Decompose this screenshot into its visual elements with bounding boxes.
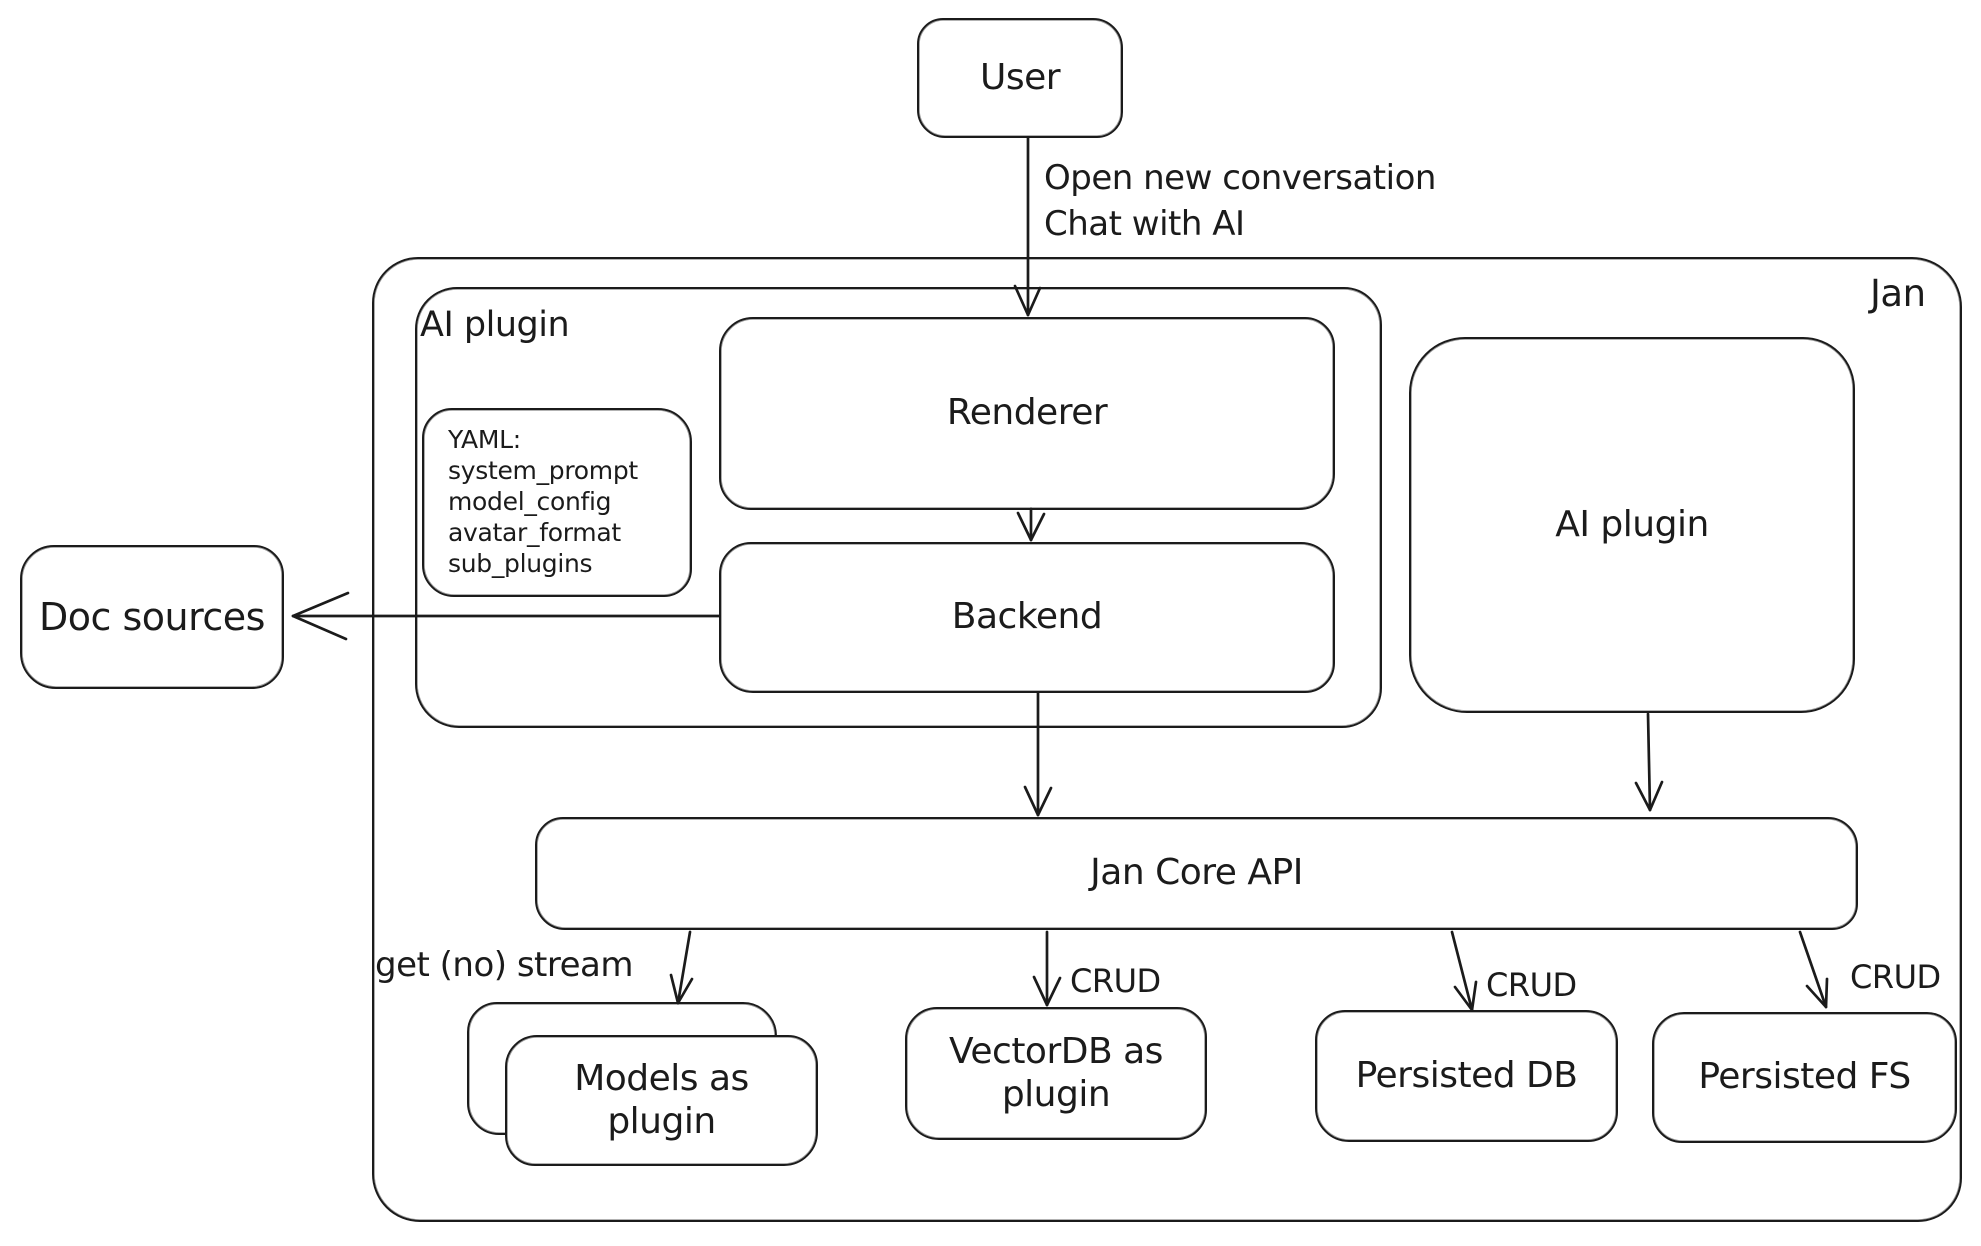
models-plugin-node: Models as plugin	[505, 1035, 818, 1166]
renderer-node-label: Renderer	[946, 392, 1108, 434]
persisted-db-label: Persisted DB	[1355, 1054, 1578, 1096]
edge-label-chat-with-ai: Chat with AI	[1044, 204, 1245, 244]
edge-label-crud-vectordb: CRUD	[1070, 962, 1161, 1000]
user-node-label: User	[979, 56, 1061, 98]
backend-node-label: Backend	[951, 596, 1103, 638]
ai-plugin-right-label: AI plugin	[1555, 503, 1709, 545]
vectordb-plugin-node: VectorDB as plugin	[905, 1007, 1207, 1140]
vectordb-plugin-label: VectorDB as plugin	[949, 1031, 1163, 1115]
jan-core-api-label: Jan Core API	[1090, 852, 1303, 894]
edge-label-crud-persisted-db: CRUD	[1486, 966, 1577, 1004]
user-node: User	[917, 18, 1123, 138]
models-plugin-label: Models as plugin	[574, 1058, 749, 1142]
renderer-node: Renderer	[719, 317, 1335, 510]
jan-container-label: Jan	[1870, 272, 1926, 315]
ai-plugin-left-label: AI plugin	[420, 305, 570, 345]
doc-sources-label: Doc sources	[39, 594, 265, 639]
persisted-fs-node: Persisted FS	[1652, 1012, 1957, 1143]
doc-sources-node: Doc sources	[20, 545, 284, 689]
edge-label-crud-persisted-fs: CRUD	[1850, 958, 1941, 996]
jan-core-api-node: Jan Core API	[535, 817, 1858, 930]
ai-plugin-right-node: AI plugin	[1409, 337, 1855, 713]
persisted-db-node: Persisted DB	[1315, 1010, 1618, 1142]
edge-label-get-no-stream: get (no) stream	[375, 945, 633, 985]
edge-label-open-conversation: Open new conversation	[1044, 158, 1436, 198]
yaml-note-text: YAML: system_prompt model_config avatar_…	[448, 425, 638, 578]
backend-node: Backend	[719, 542, 1335, 693]
yaml-note: YAML: system_prompt model_config avatar_…	[422, 408, 692, 597]
persisted-fs-label: Persisted FS	[1698, 1056, 1911, 1098]
